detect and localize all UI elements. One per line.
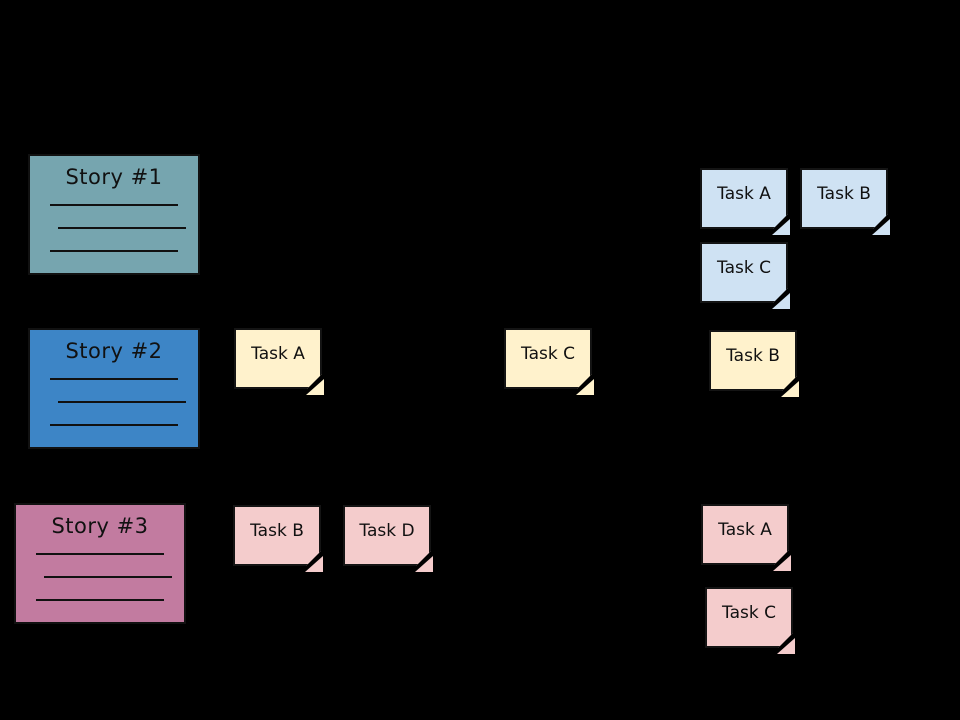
ruled-line: [50, 204, 178, 206]
task-note-label: Task D: [359, 521, 415, 541]
story-title: Story #3: [51, 514, 149, 538]
task-note-label: Task C: [717, 258, 771, 278]
ruled-line: [36, 553, 164, 555]
note-paper: [233, 505, 321, 566]
note-paper: [700, 242, 788, 303]
note-paper: [234, 328, 322, 389]
ruled-line: [58, 401, 186, 403]
task-note[interactable]: Task D: [343, 505, 433, 572]
task-note-label: Task B: [817, 184, 871, 204]
ruled-line: [50, 424, 178, 426]
note-paper: [504, 328, 592, 389]
task-note-label: Task B: [726, 346, 780, 366]
task-note-label: Task A: [718, 520, 772, 540]
task-note-label: Task B: [250, 521, 304, 541]
note-paper: [701, 504, 789, 565]
story-card-2[interactable]: Story #2: [28, 328, 200, 449]
ruled-line: [36, 599, 164, 601]
ruled-line: [50, 250, 178, 252]
task-note-label: Task A: [251, 344, 305, 364]
story-title: Story #1: [65, 165, 163, 189]
note-paper: [705, 587, 793, 648]
task-note-label: Task C: [722, 603, 776, 623]
task-note[interactable]: Task A: [234, 328, 324, 395]
task-note[interactable]: Task C: [705, 587, 795, 654]
task-note-label: Task C: [521, 344, 575, 364]
story-card-1[interactable]: Story #1: [28, 154, 200, 275]
task-note[interactable]: Task C: [504, 328, 594, 395]
task-note-label: Task A: [717, 184, 771, 204]
task-note[interactable]: Task B: [800, 168, 890, 235]
ruled-line: [50, 378, 178, 380]
task-note[interactable]: Task B: [233, 505, 323, 572]
task-note[interactable]: Task C: [700, 242, 790, 309]
note-paper: [700, 168, 788, 229]
task-note[interactable]: Task A: [700, 168, 790, 235]
ruled-line: [44, 576, 172, 578]
task-note[interactable]: Task A: [701, 504, 791, 571]
note-paper: [343, 505, 431, 566]
note-paper: [800, 168, 888, 229]
story-title: Story #2: [65, 339, 163, 363]
task-note[interactable]: Task B: [709, 330, 799, 397]
story-card-3[interactable]: Story #3: [14, 503, 186, 624]
ruled-line: [58, 227, 186, 229]
note-paper: [709, 330, 797, 391]
